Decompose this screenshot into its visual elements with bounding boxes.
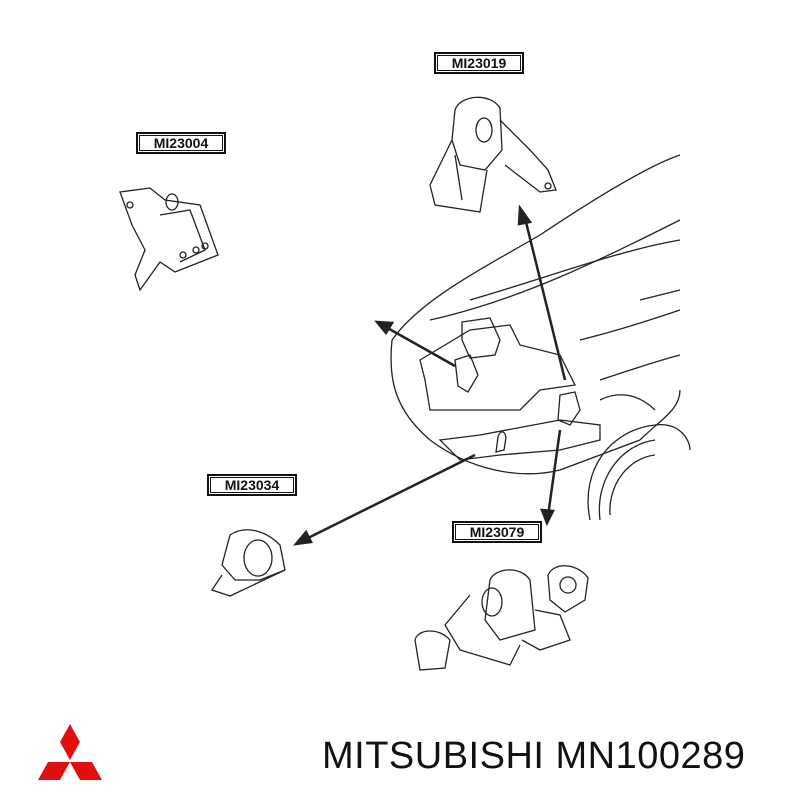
part-sketch-mi23004	[119, 187, 219, 292]
part-label-mi23034: MI23034	[207, 474, 297, 496]
part-sketch-mi23019	[429, 96, 557, 213]
three-diamonds-icon	[38, 724, 102, 780]
brand-part-number: MITSUBISHI MN100289	[322, 735, 746, 777]
part-label-mi23004: MI23004	[136, 132, 226, 154]
pointer-arrows	[292, 204, 567, 546]
part-label-mi23019: MI23019	[434, 52, 524, 74]
engine-bay	[419, 317, 601, 461]
part-sketch-mi23079	[414, 565, 589, 671]
car-body-outline	[390, 154, 681, 475]
part-sketch-mi23034	[210, 529, 286, 597]
part-label-text: MI23019	[437, 55, 521, 71]
part-label-text: MI23034	[210, 477, 294, 493]
wheel-arch	[587, 424, 691, 521]
part-label-mi23079: MI23079	[452, 521, 542, 543]
part-label-text: MI23079	[455, 524, 539, 540]
part-label-text: MI23004	[139, 135, 223, 151]
mitsubishi-logo-icon	[38, 724, 102, 780]
